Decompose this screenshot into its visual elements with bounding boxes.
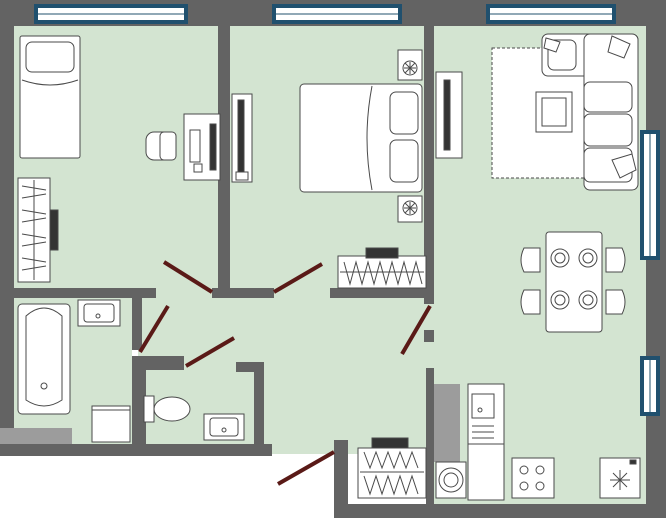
door-toilet bbox=[184, 336, 236, 368]
corner-sofa bbox=[541, 33, 639, 191]
dining-chairs bbox=[520, 247, 626, 315]
coffee-table bbox=[535, 91, 573, 133]
wall-living-lower bbox=[424, 330, 434, 342]
washing-machine bbox=[599, 457, 641, 499]
window-right-upper bbox=[640, 130, 660, 260]
window-top-right bbox=[486, 4, 616, 24]
wall-bottom-left-light bbox=[0, 428, 72, 444]
dining-table bbox=[545, 231, 603, 333]
wall-small-bedroom-bottom-b bbox=[212, 288, 274, 298]
wall-kitchen-niche bbox=[434, 384, 460, 462]
wardrobe-master bbox=[337, 247, 427, 289]
bathroom-sink bbox=[77, 299, 121, 327]
wall-kitchen-partition bbox=[426, 368, 434, 504]
tv-stand-master bbox=[231, 93, 253, 183]
door-master-bedroom bbox=[272, 262, 324, 294]
wall-toilet-right bbox=[254, 362, 264, 446]
windows bbox=[34, 4, 660, 416]
window-right-lower bbox=[640, 356, 660, 416]
single-bed bbox=[19, 35, 81, 159]
bathtub bbox=[17, 303, 71, 415]
wardrobe-small-bedroom bbox=[17, 177, 59, 283]
wall-master-bottom bbox=[330, 288, 432, 298]
window-top-left bbox=[34, 4, 188, 24]
door-bathroom bbox=[138, 304, 170, 354]
wall-toilet-top-b bbox=[236, 362, 264, 372]
nightstand-top bbox=[397, 49, 423, 81]
door-living bbox=[400, 304, 432, 356]
wall-divider-bedrooms bbox=[218, 24, 230, 290]
wall-toilet-left bbox=[132, 356, 146, 456]
wall-entry-jamb bbox=[334, 440, 348, 518]
door-small-bedroom bbox=[162, 260, 214, 294]
doors bbox=[138, 260, 432, 486]
stove bbox=[435, 461, 467, 499]
floor-hall-entry bbox=[272, 440, 344, 454]
door-entrance bbox=[277, 450, 335, 486]
wall-small-bedroom-bottom-a bbox=[14, 288, 156, 298]
kitchen-hob bbox=[511, 457, 555, 499]
nightstand-bottom bbox=[397, 195, 423, 223]
office-chair bbox=[145, 131, 177, 161]
kitchen-sink bbox=[467, 383, 505, 445]
desk-small bbox=[183, 113, 221, 181]
wall-bottom-right bbox=[344, 504, 666, 518]
tv-stand-living bbox=[435, 71, 463, 159]
wall-divider-master-living bbox=[424, 24, 434, 304]
shoe-cabinet bbox=[91, 405, 131, 443]
wall-toilet-top-a bbox=[136, 356, 184, 370]
window-top-middle bbox=[272, 4, 402, 24]
dishwasher bbox=[467, 443, 505, 501]
hall-wardrobe bbox=[357, 437, 427, 499]
double-bed bbox=[299, 83, 423, 193]
toilet-sink bbox=[203, 413, 245, 441]
toilet-bowl bbox=[143, 395, 191, 423]
wall-bathroom-right bbox=[132, 298, 142, 350]
furniture bbox=[17, 33, 641, 501]
wall-left bbox=[0, 0, 14, 428]
